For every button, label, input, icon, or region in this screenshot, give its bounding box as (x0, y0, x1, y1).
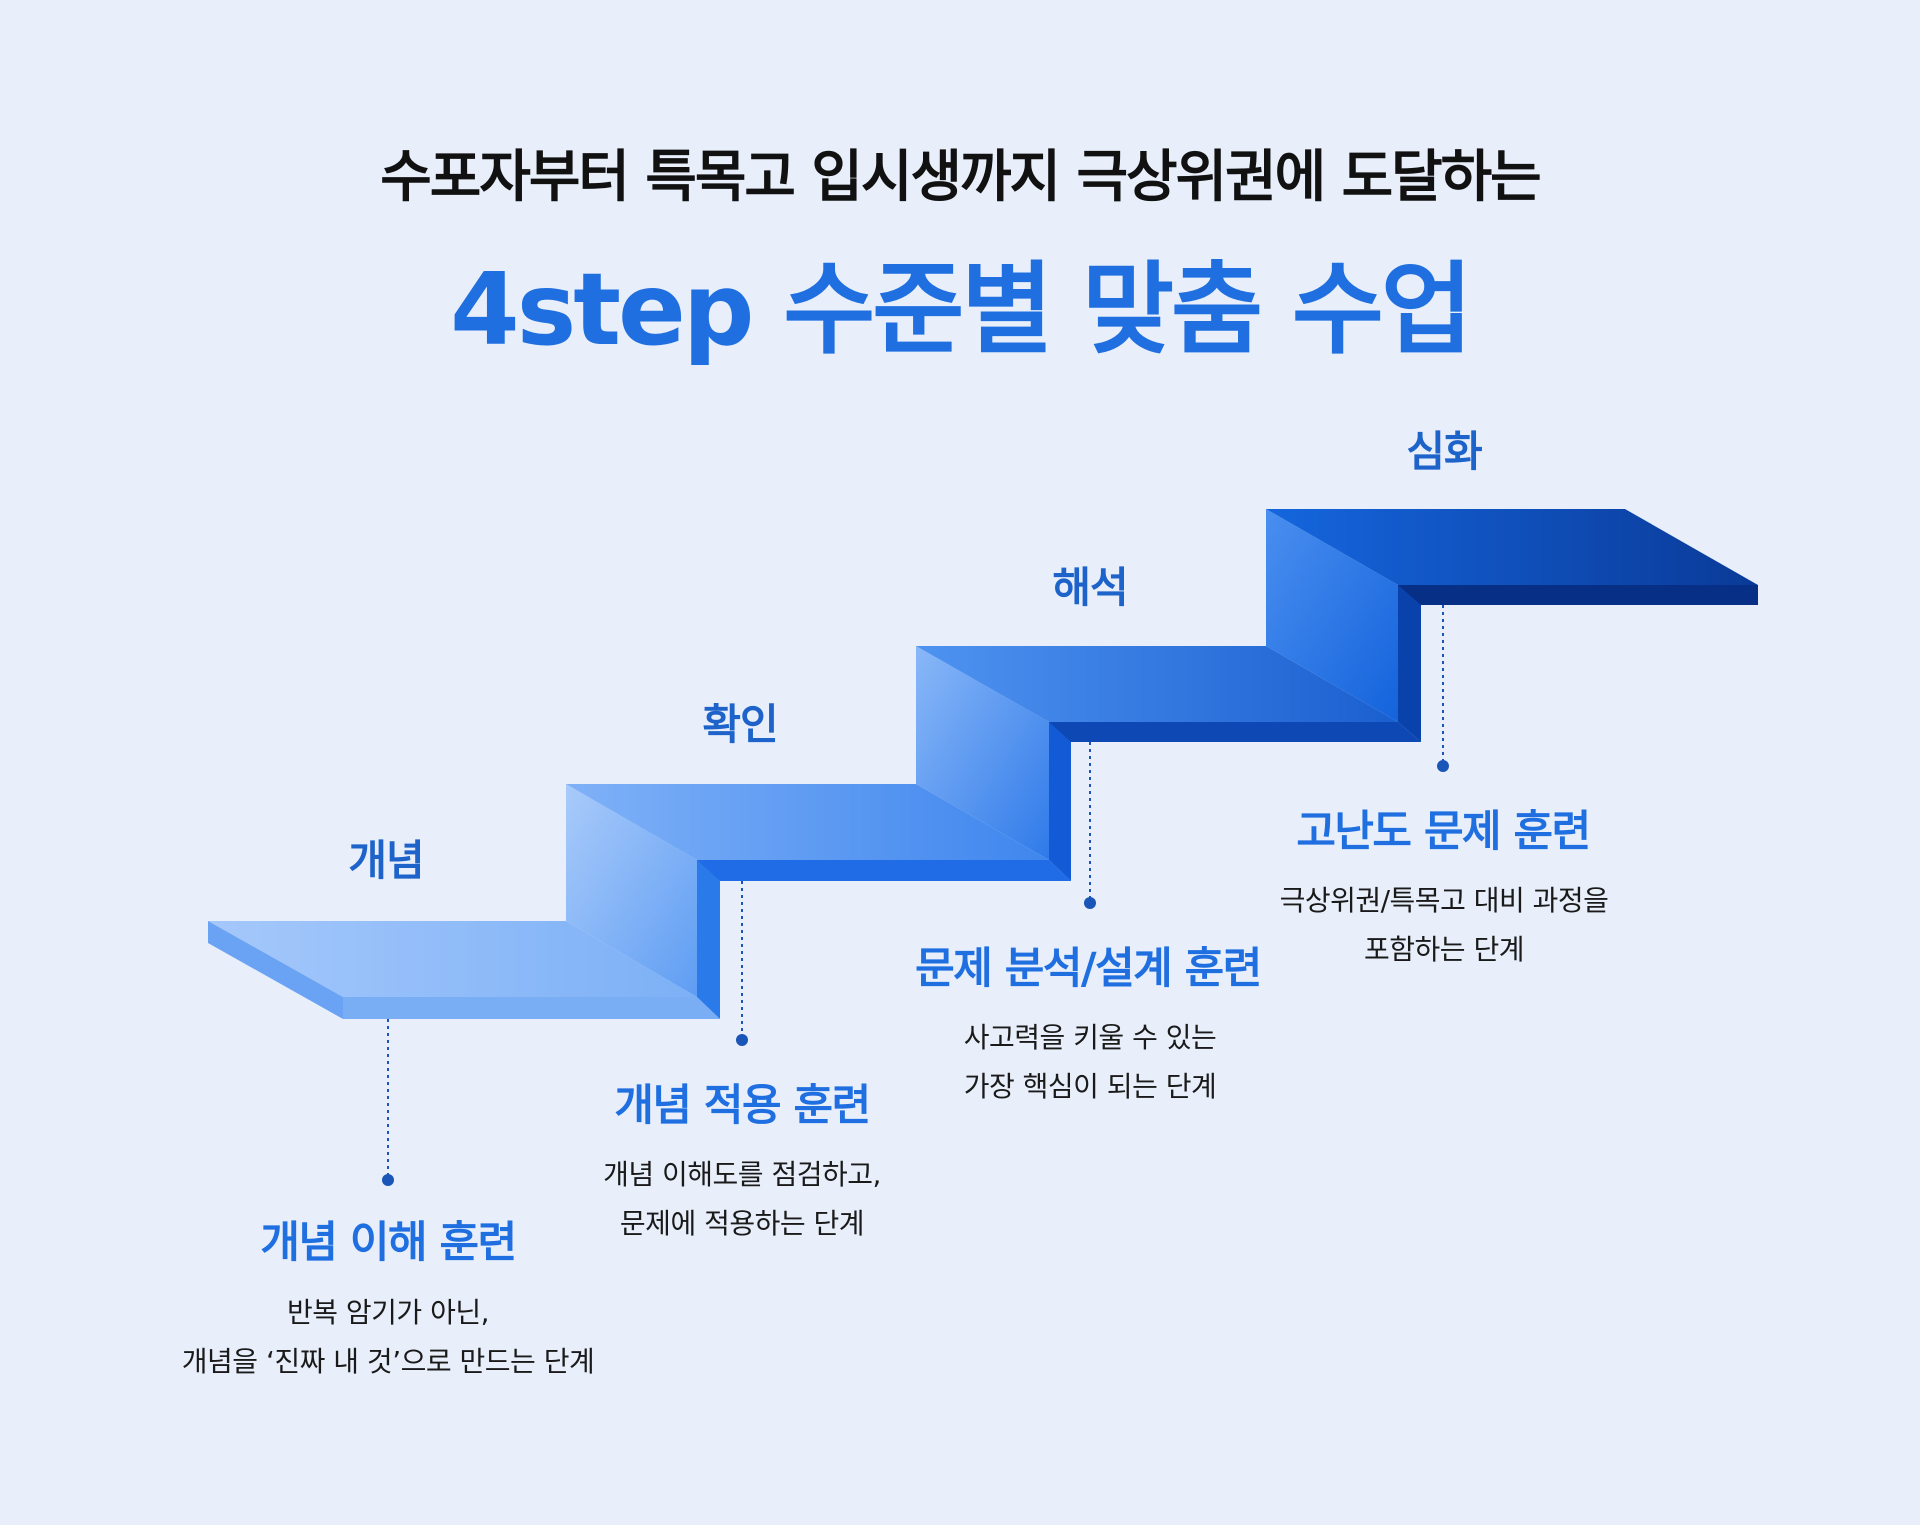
step-4-description-line-2: 포함하는 단계 (1364, 933, 1524, 966)
step-3-connector-dot (1084, 897, 1096, 909)
step-4-connector-dot (1437, 760, 1449, 772)
page-title: 4step 수준별 맞춤 수업 (450, 251, 1473, 368)
step-2-description-line-1: 개념 이해도를 점검하고, (603, 1158, 881, 1191)
step-2-description: 개념 이해도를 점검하고, 문제에 적용하는 단계 (603, 1150, 881, 1248)
step-2-tread (566, 784, 1049, 860)
step-1-description-line-2: 개념을 ‘진짜 내 것’으로 만드는 단계 (181, 1345, 595, 1378)
step-2-name: 확인 (702, 700, 778, 749)
step-3-description-line-2: 가장 핵심이 되는 단계 (963, 1070, 1217, 1103)
step-1-connector-dot (382, 1174, 394, 1186)
step-3-tread (916, 646, 1398, 722)
step-3-description-line-1: 사고력을 키울 수 있는 (963, 1021, 1217, 1054)
step-3-title: 문제 분석/설계 훈련 (915, 944, 1262, 994)
step-1-title: 개념 이해 훈련 (260, 1218, 517, 1268)
step-3-riser-side (1049, 722, 1071, 881)
step-4-riser-side (1398, 585, 1421, 742)
step-3-description: 사고력을 키울 수 있는 가장 핵심이 되는 단계 (964, 1013, 1217, 1111)
step-2-bottom-face (697, 860, 1071, 881)
step-4-name: 심화 (1406, 427, 1482, 476)
step-2-title: 개념 적용 훈련 (614, 1081, 871, 1131)
step-1-description-line-1: 반복 암기가 아닌, (286, 1296, 490, 1329)
page-subtitle: 수포자부터 특목고 입시생까지 극상위권에 도달하는 (380, 145, 1541, 210)
step-2-description-line-2: 문제에 적용하는 단계 (619, 1207, 865, 1240)
step-3-riser (916, 646, 1049, 860)
step-3-name: 해석 (1052, 563, 1128, 612)
step-3-bottom-face (1049, 722, 1421, 742)
step-4-bottom-face (1398, 585, 1758, 605)
step-1-tread (208, 921, 697, 997)
step-1-bottom-face (343, 997, 720, 1019)
step-4-tread (1266, 509, 1758, 585)
step-4-description: 극상위권/특목고 대비 과정을 포함하는 단계 (1280, 876, 1609, 974)
step-4-riser (1266, 509, 1398, 722)
step-1-name: 개념 (348, 836, 424, 885)
step-4-title: 고난도 문제 훈련 (1296, 807, 1591, 857)
step-1-description: 반복 암기가 아닌, 개념을 ‘진짜 내 것’으로 만드는 단계 (181, 1288, 595, 1386)
step-2-riser (566, 784, 697, 997)
step-1-front-face (208, 921, 343, 1019)
step-2-connector-dot (736, 1034, 748, 1046)
step-4-description-line-1: 극상위권/특목고 대비 과정을 (1279, 884, 1609, 917)
step-2-riser-side (697, 860, 720, 1019)
